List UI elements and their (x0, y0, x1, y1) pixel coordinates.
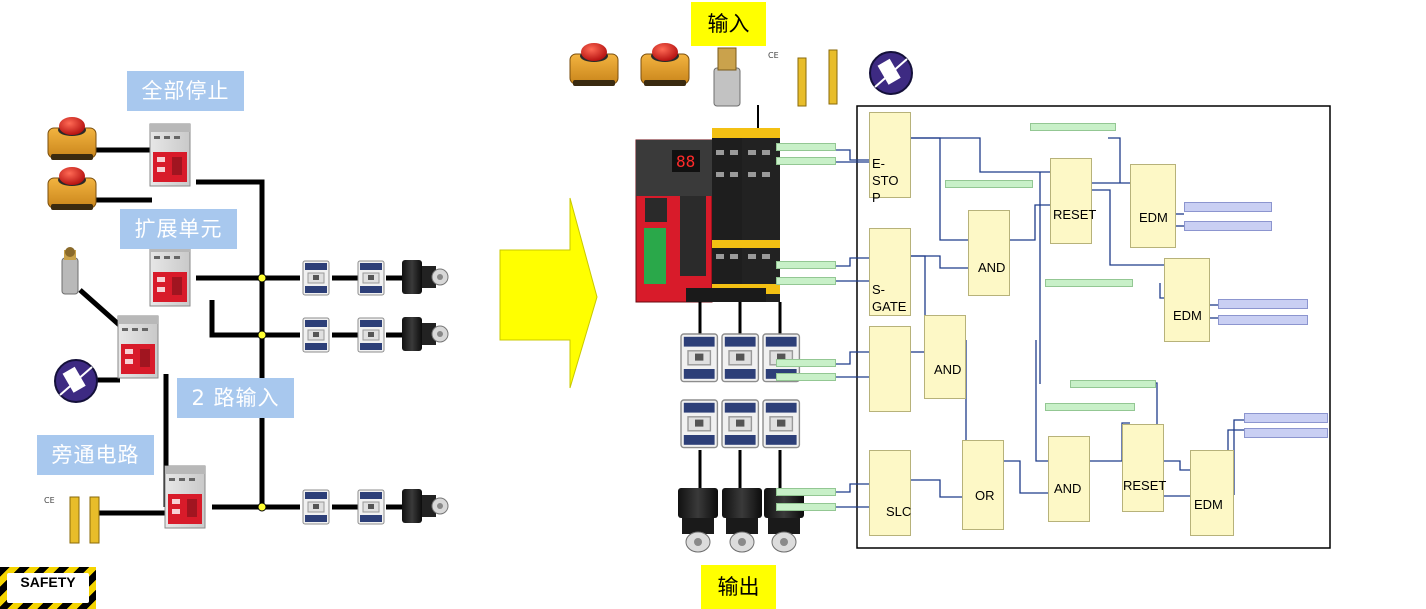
servo-motor-icon (401, 488, 449, 524)
internal-tag (1030, 123, 1116, 131)
logic-frame (856, 105, 1331, 549)
input-tag (776, 488, 836, 496)
or-block-label: OR (975, 488, 995, 503)
limit-switch-icon (713, 47, 741, 107)
safety-relay-icon (149, 243, 191, 307)
label-stop-all: 全部停止 (127, 71, 244, 111)
contactor-icon (302, 260, 330, 296)
contactor-icon (357, 260, 385, 296)
and3-block-label: AND (1054, 481, 1082, 496)
internal-tag (945, 180, 1033, 188)
internal-tag (1045, 403, 1135, 411)
servo-motor-icon (763, 487, 805, 553)
and3-block: AND (1048, 436, 1090, 522)
reset2-block-label: RESET (1123, 478, 1167, 493)
and2-block: AND (924, 315, 966, 399)
output-tag (1218, 299, 1308, 309)
ce-mark: CE (768, 51, 779, 60)
emergency-stop-button-icon (569, 42, 619, 87)
emergency-stop-button-icon (47, 166, 97, 211)
contactor-icon (762, 399, 801, 449)
and1-block: AND (968, 210, 1010, 296)
edm1-block-label: EDM (1139, 210, 1168, 225)
contactor-icon (302, 317, 330, 353)
sgate-block-label: S-GATE (872, 282, 907, 314)
edm1-block: EDM (1130, 164, 1176, 248)
estop2-block (869, 326, 911, 412)
estop-block: E- STO P (869, 112, 911, 205)
contactor-icon (302, 489, 330, 525)
edm3-block: EDM (1190, 450, 1234, 536)
input-tag (776, 359, 836, 367)
contactor-icon (357, 489, 385, 525)
input-tag (776, 157, 836, 165)
or-block: OR (962, 440, 1004, 530)
input-tag (776, 503, 836, 511)
safety-relay-icon (164, 465, 206, 529)
edm3-block-label: EDM (1194, 497, 1223, 512)
output-tag (1218, 315, 1308, 325)
internal-tag (1045, 279, 1133, 287)
svg-text:88: 88 (676, 152, 695, 171)
safety-relay-icon (117, 315, 159, 379)
servo-motor-icon (401, 316, 449, 352)
and2-block-label: AND (934, 362, 962, 377)
limit-switch-icon (61, 247, 79, 295)
emergency-stop-button-icon (47, 116, 97, 161)
reset2-block: RESET (1122, 424, 1167, 512)
label-two-input: 2 路输入 (177, 378, 294, 418)
ce-mark: CE (44, 496, 55, 505)
key-switch-icon (869, 51, 913, 95)
and1-block-label: AND (978, 260, 1006, 275)
servo-motor-icon (401, 259, 449, 295)
left-wiring (78, 147, 408, 516)
contactor-icon (680, 399, 719, 449)
safety-badge: SAFETY (0, 567, 96, 609)
servo-motor-icon (677, 487, 719, 553)
output-tag (1184, 202, 1272, 212)
edm2-block-label: EDM (1173, 308, 1202, 323)
sgate-block: S-GATE (869, 228, 911, 316)
output-tag (1184, 221, 1272, 231)
output-wires (698, 302, 782, 488)
emergency-stop-button-icon (640, 42, 690, 87)
internal-tag (1070, 380, 1156, 388)
label-input: 输入 (691, 2, 766, 46)
reset1-block: RESET (1050, 158, 1096, 244)
label-output: 输出 (701, 565, 776, 609)
output-tag (1244, 428, 1328, 438)
input-tag (776, 143, 836, 151)
logic-wires (836, 137, 1244, 508)
input-tag (776, 261, 836, 269)
contactor-icon (357, 317, 385, 353)
safety-relay-icon (149, 123, 191, 187)
label-expansion-unit: 扩展单元 (120, 209, 237, 249)
edm2-block: EDM (1164, 258, 1210, 342)
key-switch-icon (54, 359, 98, 403)
contactor-icon (680, 333, 719, 383)
safety-controller-icon: 88 (635, 128, 780, 303)
reset1-block-label: RESET (1053, 207, 1097, 222)
slc-block-label: SLC (886, 504, 912, 519)
label-bypass-circuit: 旁通电路 (37, 435, 154, 475)
contactor-icon (721, 399, 760, 449)
input-tag (776, 277, 836, 285)
light-curtain-icon (69, 496, 100, 544)
estop-block-label: E- STO P (872, 156, 899, 205)
slc-block: SLC (869, 450, 911, 536)
output-tag (1244, 413, 1328, 423)
input-tag (776, 373, 836, 381)
safety-badge-text: SAFETY (20, 574, 76, 590)
contactor-icon (721, 333, 760, 383)
light-curtain-icon (797, 49, 838, 107)
servo-motor-icon (721, 487, 763, 553)
flow-arrow (499, 197, 598, 389)
